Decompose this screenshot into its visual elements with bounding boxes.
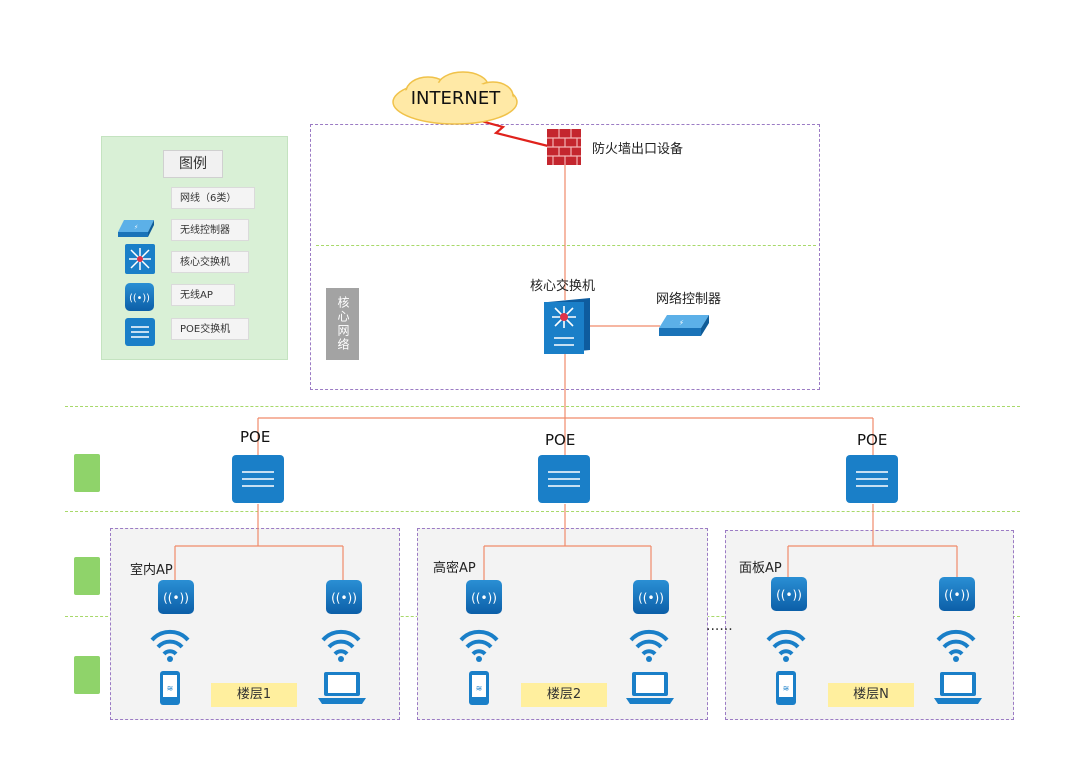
internet-label: INTERNET (410, 88, 501, 109)
poe-switch-2-icon (538, 455, 590, 503)
poe-switch-3-icon (846, 455, 898, 503)
wifi-signal-icon (766, 629, 806, 664)
floor-label-2: 楼层2 (521, 683, 607, 707)
wireless-ap-1a-icon: ((•)) (158, 580, 194, 614)
poe-label-3: POE (857, 431, 888, 449)
ap-label-2: 高密AP (433, 561, 476, 576)
core-switch-label: 核心交换机 (530, 279, 596, 294)
network-controller-icon: ⚡ (659, 315, 709, 336)
core-switch-device-icon (544, 298, 590, 354)
poe-switch-icon (125, 318, 155, 346)
legend-label-wireless-ap: 无线AP (171, 284, 235, 306)
svg-text:((•)): ((•)) (331, 591, 357, 605)
internet-cloud-icon (392, 71, 518, 125)
phone-icon (469, 671, 489, 705)
wifi-signal-icon (459, 629, 499, 664)
poe-label-2: POE (545, 431, 576, 449)
wireless-ap-2b-icon: ((•)) (633, 580, 669, 614)
ap-label-1: 室内AP (130, 563, 173, 578)
wifi-signal-icon (150, 629, 190, 664)
svg-text:((•)): ((•)) (471, 591, 497, 605)
wireless-ap-2a-icon: ((•)) (466, 580, 502, 614)
laptop-icon (626, 672, 674, 704)
network-controller-label: 网络控制器 (656, 292, 722, 307)
ap-label-3: 面板AP (739, 561, 782, 576)
legend-label-wireless-controller: 无线控制器 (171, 219, 249, 241)
wireless-ap-1b-icon: ((•)) (326, 580, 362, 614)
floor-label-n: 楼层N (828, 683, 914, 707)
floor-label-1: 楼层1 (211, 683, 297, 707)
legend-label-cable: 网线（6类） (171, 187, 255, 209)
firewall-icon (547, 129, 581, 165)
poe-label-1: POE (240, 428, 271, 446)
svg-text:⚡: ⚡ (134, 224, 138, 231)
wireless-ap-icon: ((•)) (125, 283, 154, 311)
legend-label-core-switch: 核心交换机 (171, 251, 249, 273)
layer-divider-1 (65, 406, 1020, 407)
layer-divider-2 (65, 511, 1020, 512)
legend-title: 图例 (163, 150, 223, 178)
poe-switch-1-icon (232, 455, 284, 503)
layer-tab-access (74, 454, 100, 492)
svg-text:⚡: ⚡ (679, 319, 684, 327)
svg-text:((•)): ((•)) (129, 293, 150, 304)
laptop-icon (934, 672, 982, 704)
laptop-icon (318, 672, 366, 704)
core-switch-icon (125, 244, 155, 274)
phone-icon (160, 671, 180, 705)
wifi-signal-icon (629, 629, 669, 664)
wifi-signal-icon (936, 629, 976, 664)
svg-text:((•)): ((•)) (163, 591, 189, 605)
core-divider (316, 245, 816, 246)
wireless-controller-icon: ⚡ (118, 220, 154, 237)
wifi-signal-icon (321, 629, 361, 664)
svg-text:((•)): ((•)) (776, 588, 802, 602)
ellipsis: ...... (706, 618, 733, 634)
wireless-ap-3b-icon: ((•)) (939, 577, 975, 611)
svg-text:((•)): ((•)) (944, 588, 970, 602)
phone-icon (776, 671, 796, 705)
layer-tab-terminal (74, 656, 100, 694)
svg-text:((•)): ((•)) (638, 591, 664, 605)
layer-tab-ap (74, 557, 100, 595)
wireless-ap-3a-icon: ((•)) (771, 577, 807, 611)
core-network-tab: 核心网络 (326, 288, 359, 360)
legend-label-poe-switch: POE交换机 (171, 318, 249, 340)
firewall-label: 防火墙出口设备 (592, 142, 684, 157)
